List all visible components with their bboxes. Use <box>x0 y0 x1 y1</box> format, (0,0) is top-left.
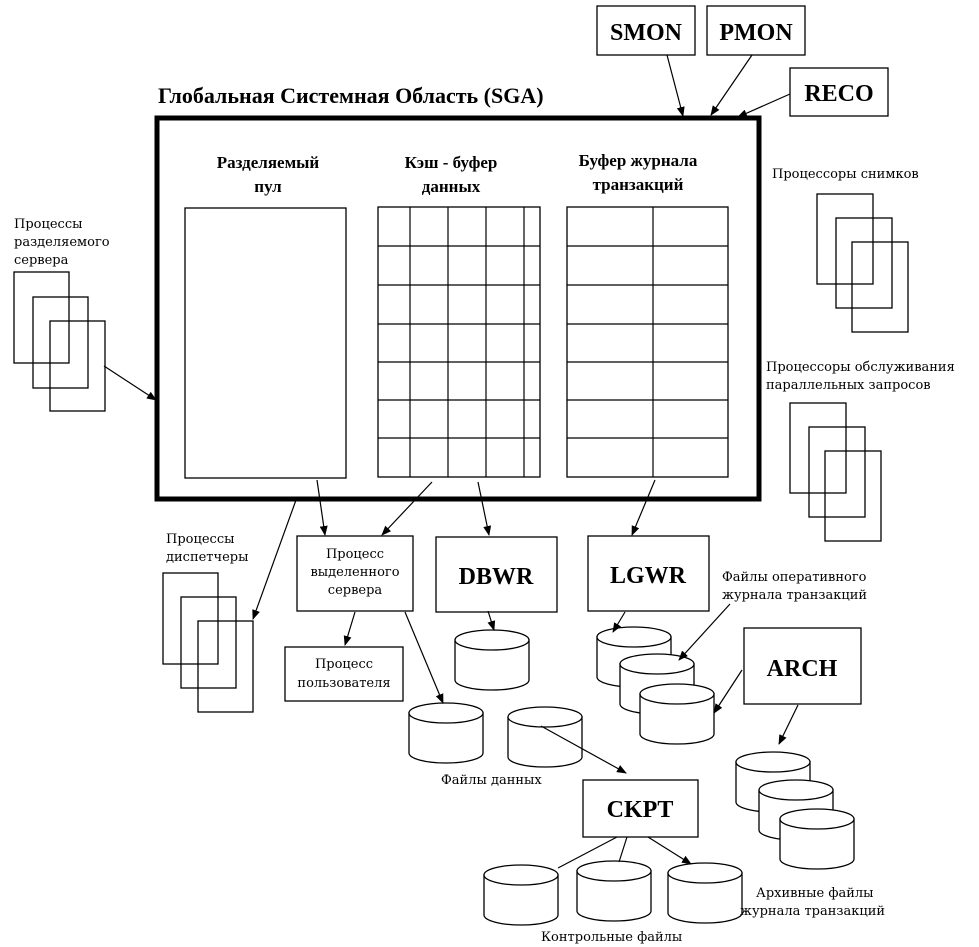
redo-to-lgwr-arrow <box>631 479 656 536</box>
smon-label: SMON <box>610 20 683 46</box>
dbwr-to-disk-arrow <box>487 610 496 631</box>
lgwr-box: LGWR <box>587 535 710 612</box>
shared-pool-to-server-arrow <box>316 479 328 536</box>
control-file-disk-2 <box>576 860 652 922</box>
shared-pool-heading-1: Разделяемый <box>217 153 320 172</box>
dispatchers-label-2: диспетчеры <box>166 550 248 565</box>
dedicated-server-label-1: Процесс <box>326 547 384 562</box>
arch-box: ARCH <box>743 627 862 705</box>
dispatchers-label-1: Процессы <box>166 532 234 547</box>
shared-servers-stack <box>13 271 106 412</box>
online-redo-disk-3 <box>639 683 715 745</box>
user-process-box: Процесс пользователя <box>284 646 404 702</box>
buffer-cache-heading-2: данных <box>422 177 481 196</box>
control-file-disk-3 <box>667 862 743 924</box>
lgwr-label: LGWR <box>610 563 687 589</box>
disk-cylinders <box>408 626 855 926</box>
ckpt-box: CKPT <box>582 779 699 838</box>
reco-arrow <box>737 93 791 118</box>
shared-servers-arrow <box>103 365 157 401</box>
data-file-disk-1 <box>408 702 484 764</box>
arch-to-archive-arrow <box>778 704 799 745</box>
snapshot-label: Процессоры снимков <box>772 167 919 182</box>
shared-servers-label-3: сервера <box>14 253 69 268</box>
data-file-disk-2 <box>507 706 583 768</box>
arch-label: ARCH <box>767 656 838 682</box>
parallel-query-label-1: Процессоры обслуживания <box>766 360 955 375</box>
redo-buffer-heading-1: Буфер журнала <box>579 151 698 170</box>
lgwr-to-redo-arrow <box>612 611 626 633</box>
dbwr-box: DBWR <box>435 536 558 613</box>
online-redo-label-2: журнала транзакций <box>722 588 867 603</box>
ckpt-label: CKPT <box>607 797 674 823</box>
cache-to-dbwr-arrow <box>477 481 492 536</box>
datafile-to-ckpt-arrow <box>540 725 627 774</box>
shared-servers-label-1: Процессы <box>14 217 82 232</box>
server-to-user-arrow <box>343 611 356 646</box>
shared-servers-label-2: разделяемого <box>14 235 110 250</box>
dedicated-server-label-3: сервера <box>328 583 383 598</box>
diagram-title: Глобальная Системная Область (SGA) <box>158 83 544 108</box>
pmon-label: PMON <box>719 20 793 46</box>
reco-label: RECO <box>804 81 873 107</box>
archive-files-label-2: журнала транзакций <box>740 904 885 919</box>
control-file-disk-1 <box>483 864 559 926</box>
archive-files-label-1: Архивные файлы <box>756 886 874 901</box>
shared-pool-area <box>184 207 347 479</box>
shared-pool-heading-2: пул <box>254 177 282 196</box>
dispatchers-stack <box>162 572 254 713</box>
cache-to-server-arrow <box>381 481 433 536</box>
dbwr-label: DBWR <box>459 564 534 590</box>
pmon-box: PMON <box>706 5 806 56</box>
snapshot-stack <box>816 193 909 333</box>
user-process-label-1: Процесс <box>315 657 373 672</box>
pmon-arrow <box>710 54 753 116</box>
buffer-cache-heading-1: Кэш - буфер <box>405 153 498 172</box>
parallel-query-stack <box>789 402 882 542</box>
parallel-query-label-2: параллельных запросов <box>766 378 931 393</box>
dispatchers-arrow <box>252 499 297 620</box>
redo-buffer-grid <box>566 206 729 478</box>
online-redo-label-1: Файлы оперативного <box>722 570 867 585</box>
archive-disk-3 <box>779 808 855 870</box>
dedicated-server-label-2: выделенного <box>310 565 399 580</box>
control-files-label: Контрольные файлы <box>541 930 682 945</box>
ckpt-to-control-arrow <box>647 836 692 865</box>
dedicated-server-box: Процесс выделенного сервера <box>296 535 414 612</box>
reco-box: RECO <box>789 67 889 117</box>
smon-arrow <box>666 54 685 117</box>
server-to-datafile-arrow <box>404 611 444 704</box>
arch-to-redo-arrow <box>713 669 743 714</box>
ckpt-line-mid <box>618 836 628 863</box>
buffer-cache-grid <box>377 206 541 478</box>
user-process-label-2: пользователя <box>297 676 390 691</box>
online-redo-pointer-arrow <box>678 603 731 661</box>
dbwr-disk <box>454 629 530 691</box>
data-files-label: Файлы данных <box>441 773 542 788</box>
ckpt-line-left <box>557 836 618 869</box>
smon-box: SMON <box>596 5 696 56</box>
redo-buffer-heading-2: транзакций <box>593 175 684 194</box>
